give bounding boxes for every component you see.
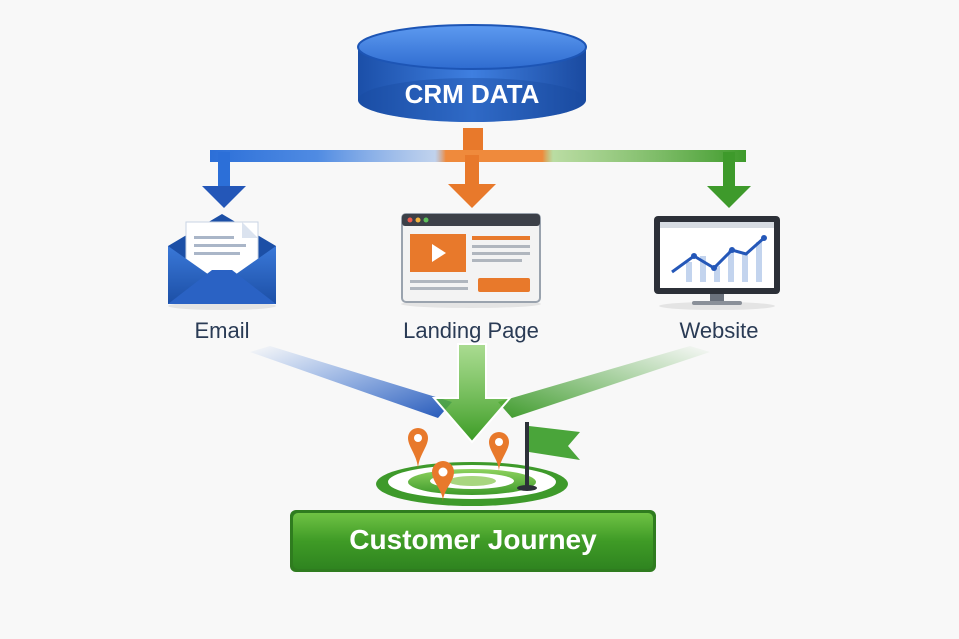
crm-data-database: CRM DATA <box>357 24 587 122</box>
source-stem <box>463 128 483 156</box>
website-arrowhead <box>707 186 751 208</box>
envelope-icon <box>168 214 276 310</box>
channel-label-website: Website <box>679 318 758 343</box>
main-down-arrow <box>431 343 513 444</box>
analytics-monitor-icon <box>654 216 780 310</box>
landing-arrowhead <box>448 184 496 208</box>
email-arrowhead <box>202 186 246 208</box>
crm-data-label: CRM DATA <box>405 79 540 109</box>
customer-journey-label: Customer Journey <box>349 524 597 555</box>
location-pin-icon <box>489 432 509 472</box>
location-pin-icon <box>408 428 428 470</box>
converging-flow <box>250 343 710 444</box>
channel-label-email: Email <box>194 318 249 343</box>
channel-label-landing-page: Landing Page <box>403 318 539 343</box>
database-bottom-edge <box>358 78 586 122</box>
website-flow-beam <box>498 346 710 418</box>
flag-icon <box>517 422 580 491</box>
location-pin-icon <box>432 461 454 502</box>
journey-target-icon <box>376 462 568 506</box>
email-branch-stem <box>218 152 230 188</box>
database-top <box>357 24 587 70</box>
email-flow-beam <box>250 346 452 418</box>
distribution-arrows <box>202 128 751 208</box>
customer-journey-box: Customer Journey <box>290 510 656 572</box>
landing-branch-stem <box>465 155 479 186</box>
website-branch-stem <box>723 152 735 188</box>
landing-page-browser-icon <box>401 213 541 308</box>
